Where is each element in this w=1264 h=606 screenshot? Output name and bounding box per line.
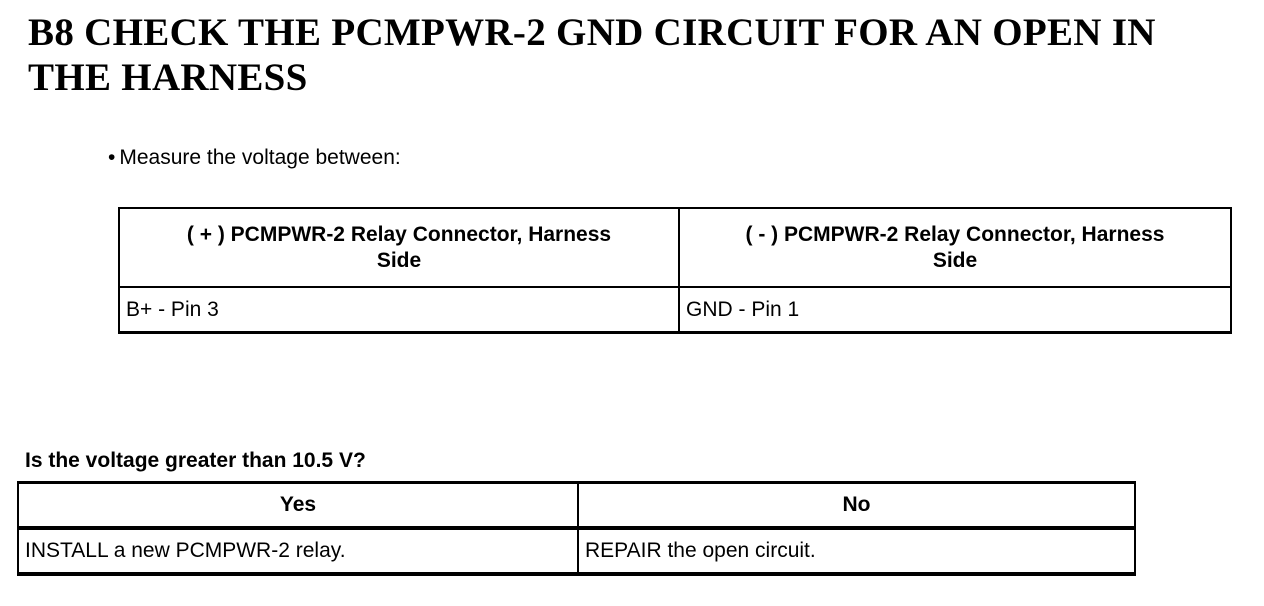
decision-header-no: No: [577, 481, 1136, 530]
measurement-header-negative: ( - ) PCMPWR-2 Relay Connector, Harness …: [678, 207, 1232, 288]
instruction-text: Measure the voltage between:: [119, 146, 401, 169]
measurement-table-header-row: ( + ) PCMPWR-2 Relay Connector, Harness …: [118, 207, 1232, 288]
decision-action-yes: INSTALL a new PCMPWR-2 relay.: [17, 527, 579, 575]
measurement-header-positive: ( + ) PCMPWR-2 Relay Connector, Harness …: [118, 207, 680, 288]
instruction-bullet-item: •Measure the voltage between:: [108, 145, 401, 171]
decision-action-no: REPAIR the open circuit.: [577, 527, 1136, 575]
bullet-icon: •: [108, 146, 116, 169]
decision-table-header-row: Yes No: [17, 481, 1136, 530]
measurement-header-positive-text: ( + ) PCMPWR-2 Relay Connector, Harness …: [186, 222, 612, 272]
page-title: B8 CHECK THE PCMPWR-2 GND CIRCUIT FOR AN…: [28, 10, 1156, 100]
decision-table: Yes No INSTALL a new PCMPWR-2 relay. REP…: [17, 481, 1136, 576]
measurement-table-data-row: B+ - Pin 3 GND - Pin 1: [118, 286, 1232, 334]
measurement-table: ( + ) PCMPWR-2 Relay Connector, Harness …: [118, 207, 1232, 334]
measurement-cell-positive-pin: B+ - Pin 3: [118, 286, 680, 334]
diagnostic-question: Is the voltage greater than 10.5 V?: [25, 449, 366, 472]
measurement-cell-negative-pin: GND - Pin 1: [678, 286, 1232, 334]
decision-table-action-row: INSTALL a new PCMPWR-2 relay. REPAIR the…: [17, 527, 1136, 575]
page-title-line-2: THE HARNESS: [28, 56, 308, 99]
decision-header-yes: Yes: [17, 481, 579, 530]
page-title-line-1: B8 CHECK THE PCMPWR-2 GND CIRCUIT FOR AN…: [28, 11, 1156, 54]
measurement-header-negative-text: ( - ) PCMPWR-2 Relay Connector, Harness …: [745, 222, 1165, 272]
